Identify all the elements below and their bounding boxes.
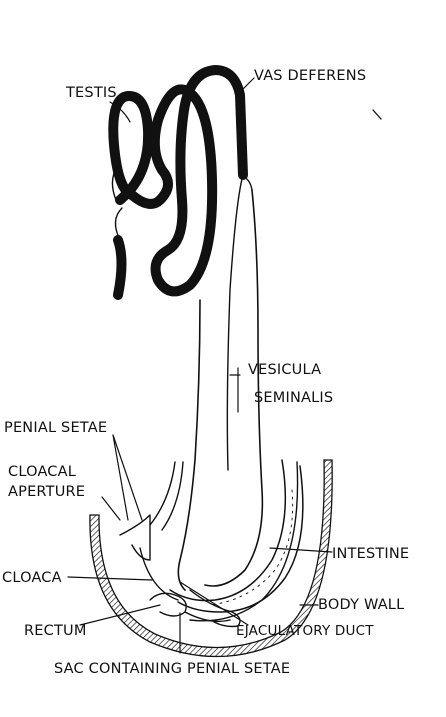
label-cloaca: CLOACA	[2, 570, 62, 586]
vesicula-seminalis	[178, 175, 262, 590]
label-testis: TESTIS	[65, 85, 117, 101]
label-vas-deferens: VAS DEFERENS	[254, 68, 366, 84]
label-aperture: APERTURE	[8, 484, 85, 500]
label-seminalis: SEMINALIS	[254, 390, 333, 406]
intestine	[170, 460, 303, 612]
label-body-wall: BODY WALL	[318, 597, 404, 613]
label-vesicula: VESICULA	[248, 362, 321, 378]
label-intestine: INTESTINE	[332, 546, 409, 562]
label-cloacal: CLOACAL	[8, 464, 76, 480]
cloaca-region	[120, 515, 240, 627]
label-rectum: RECTUM	[24, 623, 87, 639]
testis-and-vas-deferens	[112, 70, 243, 295]
label-sac-penial-setae: SAC CONTAINING PENIAL SETAE	[54, 661, 290, 677]
label-penial-setae: PENIAL SETAE	[4, 420, 107, 436]
label-ejaculatory-duct: EJACULATORY DUCT	[236, 623, 374, 639]
stray-mark	[373, 110, 381, 119]
